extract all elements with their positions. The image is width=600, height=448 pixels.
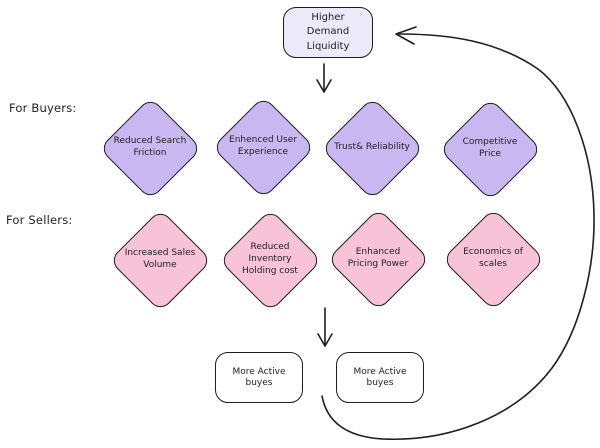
higher-demand-liquidity-label: Higher Demand Liquidity [306, 11, 350, 52]
buyer-factor-node-trust-reliability[interactable]: Trust& Reliability [320, 96, 424, 200]
seller-factor-label: Increased Sales Volume [124, 248, 196, 270]
seller-factor-node-pricing-power[interactable]: Enhanced Pricing Power [326, 207, 430, 311]
for-buyers-label[interactable]: For Buyers: [9, 101, 77, 115]
down-arrow-bottom[interactable] [317, 307, 333, 347]
outcome-label: More Active buyes [353, 366, 407, 388]
outcome-label: More Active buyes [232, 366, 286, 388]
buyer-factor-node-search-friction[interactable]: Reduced Search Friction [98, 96, 202, 200]
buyer-factor-label: Reduced Search Friction [113, 136, 187, 158]
seller-factor-node-sales-volume[interactable]: Increased Sales Volume [108, 208, 212, 312]
seller-factor-label: Enhanced Pricing Power [347, 247, 409, 269]
buyer-factor-label: Trust& Reliability [334, 142, 410, 153]
feedback-loop-arrow[interactable] [321, 26, 595, 441]
seller-factor-label: Economics of scales [463, 247, 523, 269]
seller-factor-node-economies-of-scale[interactable]: Economics of scales [441, 207, 545, 311]
buyer-factor-node-user-experience[interactable]: Enhenced User Experience [211, 95, 315, 199]
higher-demand-liquidity-node[interactable]: Higher Demand Liquidity [283, 7, 373, 58]
seller-factor-label: Reduced Inventory Holding cost [242, 242, 298, 276]
outcome-node-more-active-buyers-1[interactable]: More Active buyes [215, 352, 303, 403]
seller-factor-node-inventory-cost[interactable]: Reduced Inventory Holding cost [218, 208, 322, 312]
down-arrow-top[interactable] [316, 63, 332, 93]
for-sellers-label[interactable]: For Sellers: [6, 213, 73, 227]
outcome-node-more-active-buyers-2[interactable]: More Active buyes [336, 352, 424, 403]
buyer-factor-node-competitive-price[interactable]: Competitive Price [438, 97, 542, 201]
buyer-factor-label: Competitive Price [462, 137, 518, 159]
buyer-factor-label: Enhenced User Experience [229, 135, 297, 157]
